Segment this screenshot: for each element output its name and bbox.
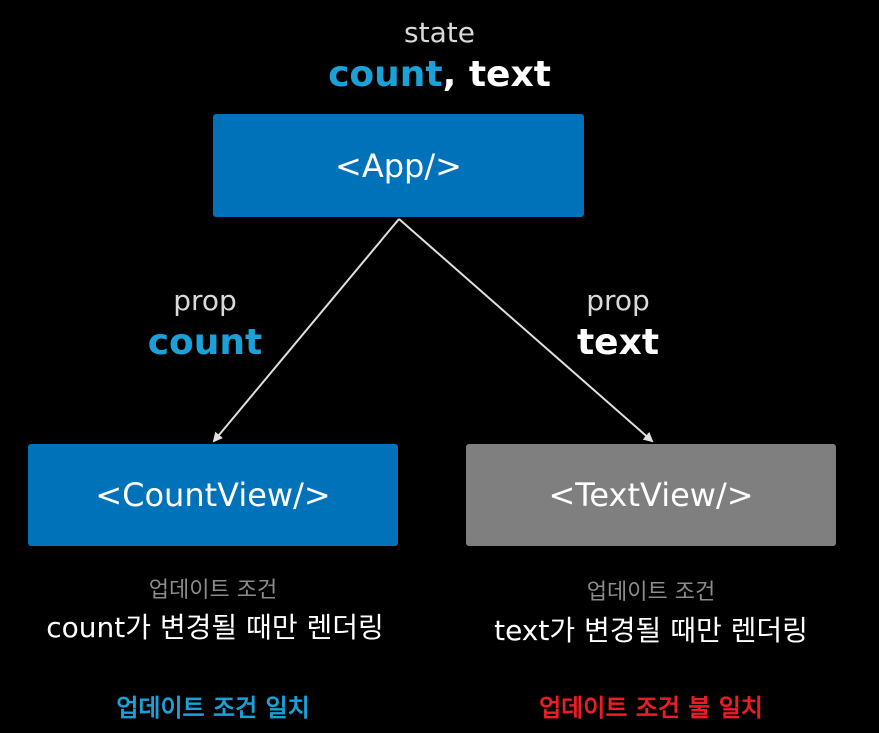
countview-condition-desc: count가 변경될 때만 렌더링 [46,611,384,644]
state-text: text [468,54,551,95]
app-component-box: <App/> [213,114,584,217]
textview-component-label: <TextView/> [548,476,754,514]
state-values: count, text [0,54,879,95]
textview-condition-desc: text가 변경될 때만 렌더링 [494,614,808,647]
arrow-to-textview [398,218,654,443]
prop-left-value: count [147,322,263,363]
countview-component-box: <CountView/> [28,444,398,546]
arrow-to-countview [212,218,400,443]
countview-condition-title: 업데이트 조건 [148,578,278,603]
state-count: count [328,54,443,95]
countview-component-label: <CountView/> [95,476,331,514]
textview-condition-title: 업데이트 조건 [586,580,716,605]
textview-component-box: <TextView/> [466,444,836,546]
prop-right-label: prop [586,284,650,317]
app-component-label: <App/> [335,146,462,185]
countview-condition-result: 업데이트 조건 일치 [116,694,310,722]
state-separator: , [442,54,469,95]
textview-condition-result: 업데이트 조건 불 일치 [539,694,763,722]
state-label: state [404,16,475,49]
prop-left-label: prop [173,284,237,317]
prop-right-value: text [576,322,660,363]
